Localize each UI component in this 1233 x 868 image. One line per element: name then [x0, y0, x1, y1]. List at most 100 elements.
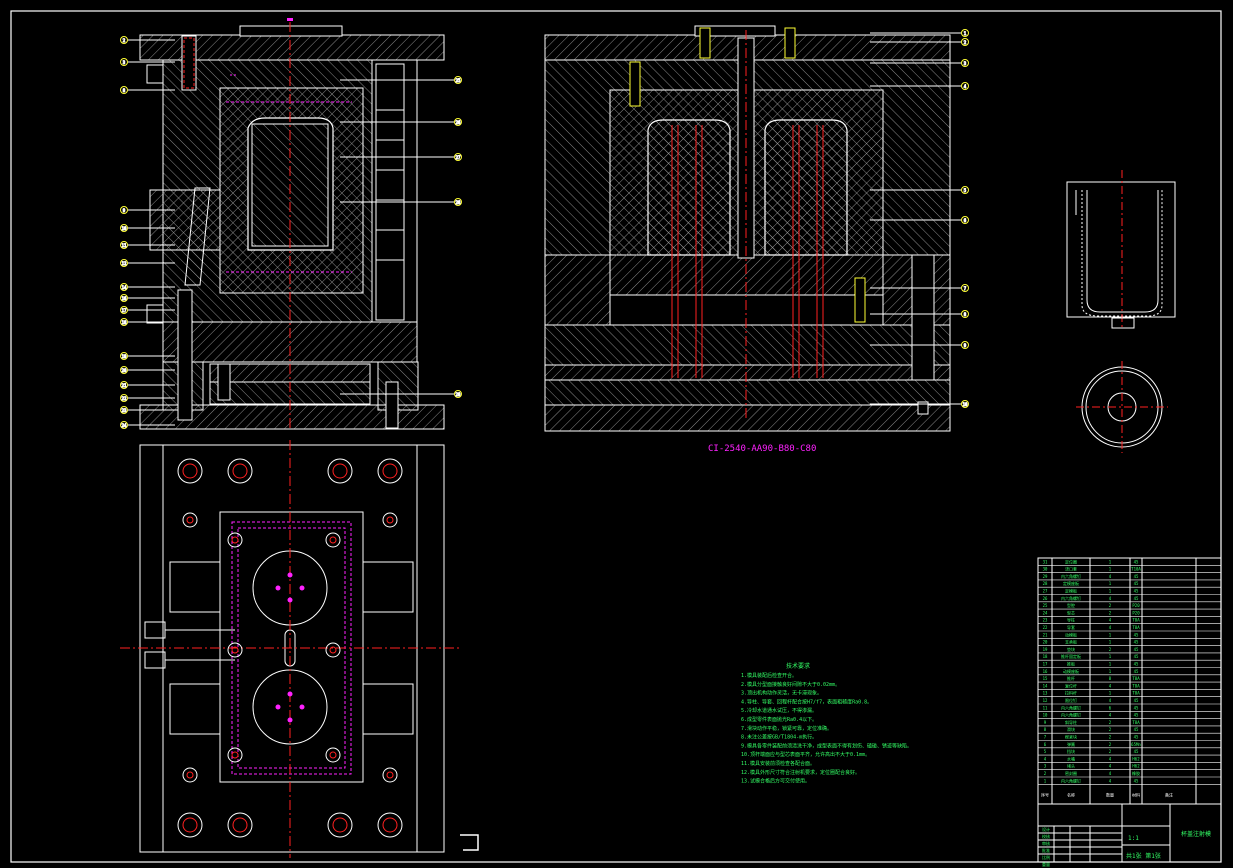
bolt-hole	[177, 458, 203, 484]
balloon-label: 20	[122, 368, 127, 373]
balloon: 26	[340, 118, 462, 126]
bom-cell: 内六角螺钉	[1061, 595, 1081, 601]
part-top-view	[1076, 361, 1168, 453]
bom-cell: 65Mn	[1131, 742, 1141, 747]
bom-cell: 动模板	[1065, 631, 1077, 637]
balloon: 5	[870, 186, 969, 194]
ejector-pin	[287, 691, 293, 697]
bom-header-cell: 备注	[1165, 792, 1173, 798]
bom-cell: 动模座板	[1063, 668, 1079, 674]
bom-cell: P20	[1132, 610, 1140, 615]
bom-cell: 12	[1043, 698, 1048, 703]
bom-cell: T8A	[1132, 720, 1140, 725]
bom-cell: T8A	[1132, 618, 1140, 623]
balloon: 3	[870, 59, 969, 67]
balloon: 29	[340, 390, 462, 398]
bom-cell: 45	[1134, 559, 1139, 564]
title-block-label: 重量	[1042, 861, 1050, 867]
bom-cell: T10A	[1131, 567, 1141, 572]
bom-cell: 型腔	[1067, 602, 1075, 608]
bom-cell: 2	[1109, 720, 1112, 725]
balloon-label: 8	[964, 312, 967, 317]
balloon-label: 22	[122, 396, 127, 401]
bom-cell: 2	[1109, 647, 1112, 652]
bom-cell: 2	[1109, 603, 1112, 608]
bom-cell: 4	[1109, 574, 1112, 579]
balloon-label: 9	[123, 208, 126, 213]
balloon-label: 21	[122, 383, 127, 388]
bom-cell: 4	[1109, 618, 1112, 623]
bom-cell: 定模板	[1065, 588, 1077, 594]
bom-cell: T8A	[1132, 683, 1140, 688]
bom-header-cell: 序号	[1041, 792, 1049, 798]
bom-cell: 14	[1043, 683, 1048, 688]
bom-header-cell: 名称	[1067, 792, 1075, 798]
balloon-label: 12	[122, 261, 127, 266]
bom-cell: 内六角螺钉	[1061, 704, 1081, 710]
balloon: 9	[120, 206, 175, 214]
balloon-label: 7	[964, 286, 967, 291]
balloon-label: 1	[964, 31, 967, 36]
bom-cell: 推杆固定板	[1061, 653, 1081, 659]
bom-cell: 楔紧块	[1065, 734, 1077, 740]
balloon: 20	[120, 366, 175, 374]
ejector-pin	[299, 704, 305, 710]
bom-header-cell: 数量	[1106, 792, 1114, 798]
title-block-label: 审核	[1042, 840, 1050, 846]
bom-cell: 1	[1109, 589, 1112, 594]
bom-cell: 1	[1044, 778, 1047, 783]
bom-cell: 1	[1109, 662, 1112, 667]
bolt-hole	[327, 812, 353, 838]
title-block-label: 设计	[1042, 826, 1050, 832]
bom-cell: 4	[1109, 771, 1112, 776]
tech-notes-title: 技术要求	[786, 662, 810, 670]
bom-cell: 斜导柱	[1065, 719, 1077, 725]
bom-cell: 4	[1109, 713, 1112, 718]
bom-cell: 20	[1043, 640, 1048, 645]
pin-hole	[325, 532, 341, 548]
balloon: 4	[870, 82, 969, 90]
balloon: 19	[120, 352, 175, 360]
balloon-label: 2	[964, 40, 967, 45]
balloon-label: 9	[964, 343, 967, 348]
bom-cell: 1	[1109, 559, 1112, 564]
balloon: 7	[870, 284, 969, 292]
pin-hole	[325, 747, 341, 763]
bom-cell: 21	[1043, 632, 1048, 637]
bom-cell: 3	[1044, 764, 1047, 769]
balloon-label: 2	[123, 38, 126, 43]
balloon: 27	[340, 153, 462, 161]
balloon: 16	[120, 294, 175, 302]
bom-cell: 4	[1109, 764, 1112, 769]
balloon-label: 16	[122, 296, 127, 301]
bom-cell: 浇口套	[1065, 566, 1077, 572]
mold-code: CI-2540-AA90-B80-C80	[708, 444, 816, 454]
bom-cell: 推板	[1067, 661, 1075, 667]
bom-cell: 2	[1044, 771, 1047, 776]
bom-cell: 复位杆	[1065, 682, 1077, 688]
tech-note-line: 13.试模合格后方可交付使用。	[741, 778, 810, 785]
ejector-pin	[287, 717, 293, 723]
balloon-label: 25	[456, 78, 461, 83]
tech-note-line: 4.导柱、导套、回程杆配合按H7/f7，表面粗糙度Ra0.8。	[741, 698, 872, 705]
tech-notes: 技术要求 1.模具装配后检查开合。2.模具分型面接触良好间隙不大于0.02mm。…	[741, 662, 912, 785]
bom-cell: 堵头	[1067, 763, 1075, 769]
title-block-title: 杯盖注射模	[1181, 830, 1211, 838]
bolt-hole	[327, 458, 353, 484]
tech-note-line: 7.滑块动作平稳，锁紧可靠，定位准确。	[741, 725, 832, 732]
bom-cell: 4	[1109, 778, 1112, 783]
balloon: 23	[120, 406, 175, 414]
balloon: 10	[120, 224, 175, 232]
bom-cell: 2	[1109, 749, 1112, 754]
balloon: 12	[120, 259, 175, 267]
bom-cell: 23	[1043, 618, 1048, 623]
bom-cell: 4	[1109, 698, 1112, 703]
bom-cell: 30	[1043, 567, 1048, 572]
balloon-label: 3	[123, 60, 126, 65]
bom-cell: 型芯	[1067, 609, 1075, 615]
right-section-view	[544, 25, 951, 432]
bolt-hole	[177, 812, 203, 838]
bom-cell: H62	[1132, 756, 1140, 761]
